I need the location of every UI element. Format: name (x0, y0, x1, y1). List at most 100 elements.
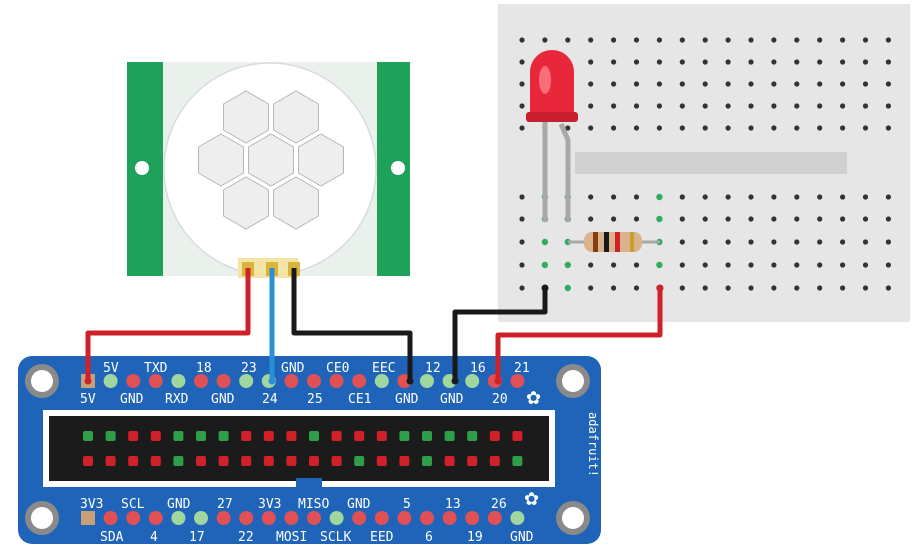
cobbler-pad (284, 374, 299, 388)
connector-pin (218, 431, 229, 441)
cobbler-pad-square (81, 511, 95, 525)
pin-label-gnd-1: GND (120, 392, 144, 407)
breadboard-hole (588, 194, 594, 200)
pin-label-25: 25 (307, 392, 323, 407)
cobbler-pad (374, 511, 389, 525)
connector-pin (263, 431, 274, 441)
breadboard-hole (725, 59, 731, 65)
top-labels: 5V TXD 18 23 GND CE0 EEC 12 16 21 5V GND… (80, 361, 530, 407)
pin-label-eec-top: EEC (372, 361, 395, 376)
breadboard-hole (885, 59, 892, 65)
breadboard-hole (702, 285, 708, 291)
pir-lens-hexagon (298, 133, 344, 187)
connector-pin (354, 431, 365, 441)
breadboard-hole (702, 59, 708, 65)
pin-label-17: 17 (189, 530, 205, 545)
adafruit-flower-icon: ✿ ✿ (524, 388, 541, 510)
breadboard-hole (519, 194, 525, 200)
pin-label-sda: SDA (100, 530, 124, 545)
pin-label-miso: MISO (298, 497, 329, 512)
breadboard-hole (748, 194, 754, 200)
breadboard-hole (541, 261, 549, 269)
breadboard-hole (748, 81, 754, 87)
wire-pir-gnd (291, 268, 413, 381)
breadboard-hole (885, 103, 892, 109)
connector-pin (399, 431, 410, 441)
breadboard-hole (885, 285, 892, 291)
pin-label-19: 19 (467, 530, 483, 545)
breadboard-hole (656, 37, 663, 43)
pir-lens-hexagon (223, 176, 269, 230)
wire-end (84, 377, 92, 385)
breadboard-hole (679, 125, 685, 131)
pir-lens-hexagon (198, 133, 244, 187)
connector-key-notch (296, 478, 322, 487)
pin-label-gnd-3: GND (395, 392, 419, 407)
pin-label-rxd: RXD (165, 392, 189, 407)
cobbler-pad (239, 374, 254, 388)
breadboard-hole (611, 37, 617, 43)
led-leg-anode (558, 122, 571, 222)
breadboard-hole (519, 59, 525, 65)
connector-pin (173, 431, 184, 441)
breadboard-hole (840, 125, 846, 131)
breadboard-hole (817, 239, 823, 245)
pin-label-20: 20 (492, 392, 508, 407)
breadboard-hole (862, 285, 869, 291)
breadboard-hole (771, 81, 777, 87)
breadboard-hole (794, 262, 800, 268)
pin-label-6: 6 (425, 530, 433, 545)
connector-pin (467, 456, 478, 466)
connector-pin (376, 431, 387, 441)
breadboard-hole (862, 103, 869, 109)
breadboard-hole (771, 216, 777, 222)
breadboard-hole (748, 285, 754, 291)
cobbler-pad (442, 511, 457, 525)
wire-end (268, 377, 276, 385)
connector-pin (105, 431, 116, 441)
breadboard-hole (771, 125, 777, 131)
breadboard-hole (840, 194, 846, 200)
breadboard-hole (679, 37, 685, 43)
breadboard-hole (885, 125, 892, 131)
wires (84, 268, 664, 385)
breadboard-hole (817, 262, 823, 268)
breadboard-hole (519, 81, 525, 87)
top-pad-row (81, 374, 525, 388)
breadboard-hole (588, 37, 594, 43)
breadboard-hole (702, 216, 708, 222)
bottom-labels: 3V3 SCL GND 27 3V3 MISO GND 5 13 26 SDA … (80, 497, 534, 545)
breadboard-hole (611, 285, 617, 291)
breadboard-hole (679, 262, 685, 268)
wire-end (541, 284, 549, 292)
connector-pin (128, 456, 139, 466)
breadboard-hole (840, 59, 846, 65)
breadboard-hole (885, 262, 892, 268)
mounting-hole-right (391, 161, 405, 175)
connector-pin (196, 431, 206, 441)
breadboard-hole (702, 125, 708, 131)
pin-label-27: 27 (217, 497, 233, 512)
resistor-band-tolerance (630, 232, 634, 252)
breadboard-hole (633, 103, 640, 109)
breadboard-hole (817, 285, 823, 291)
breadboard-hole (656, 59, 663, 65)
cobbler-pad (126, 374, 141, 388)
breadboard-hole (633, 216, 640, 222)
breadboard-hole (679, 285, 685, 291)
breadboard-hole (771, 262, 777, 268)
breadboard-hole (656, 215, 663, 223)
breadboard-hole (840, 37, 846, 43)
connector-pin (331, 431, 342, 441)
connector-pin (196, 456, 206, 466)
cobbler-pad (194, 374, 208, 388)
breadboard-hole (817, 37, 823, 43)
pin-label-18: 18 (196, 361, 212, 376)
breadboard-hole (519, 285, 525, 291)
connector-pin (512, 431, 523, 441)
pin-label-3v3-1: 3V3 (80, 497, 103, 512)
breadboard-hole (725, 285, 731, 291)
wire-end (656, 284, 664, 292)
wire-endpoints (84, 284, 664, 385)
breadboard-hole (794, 239, 800, 245)
